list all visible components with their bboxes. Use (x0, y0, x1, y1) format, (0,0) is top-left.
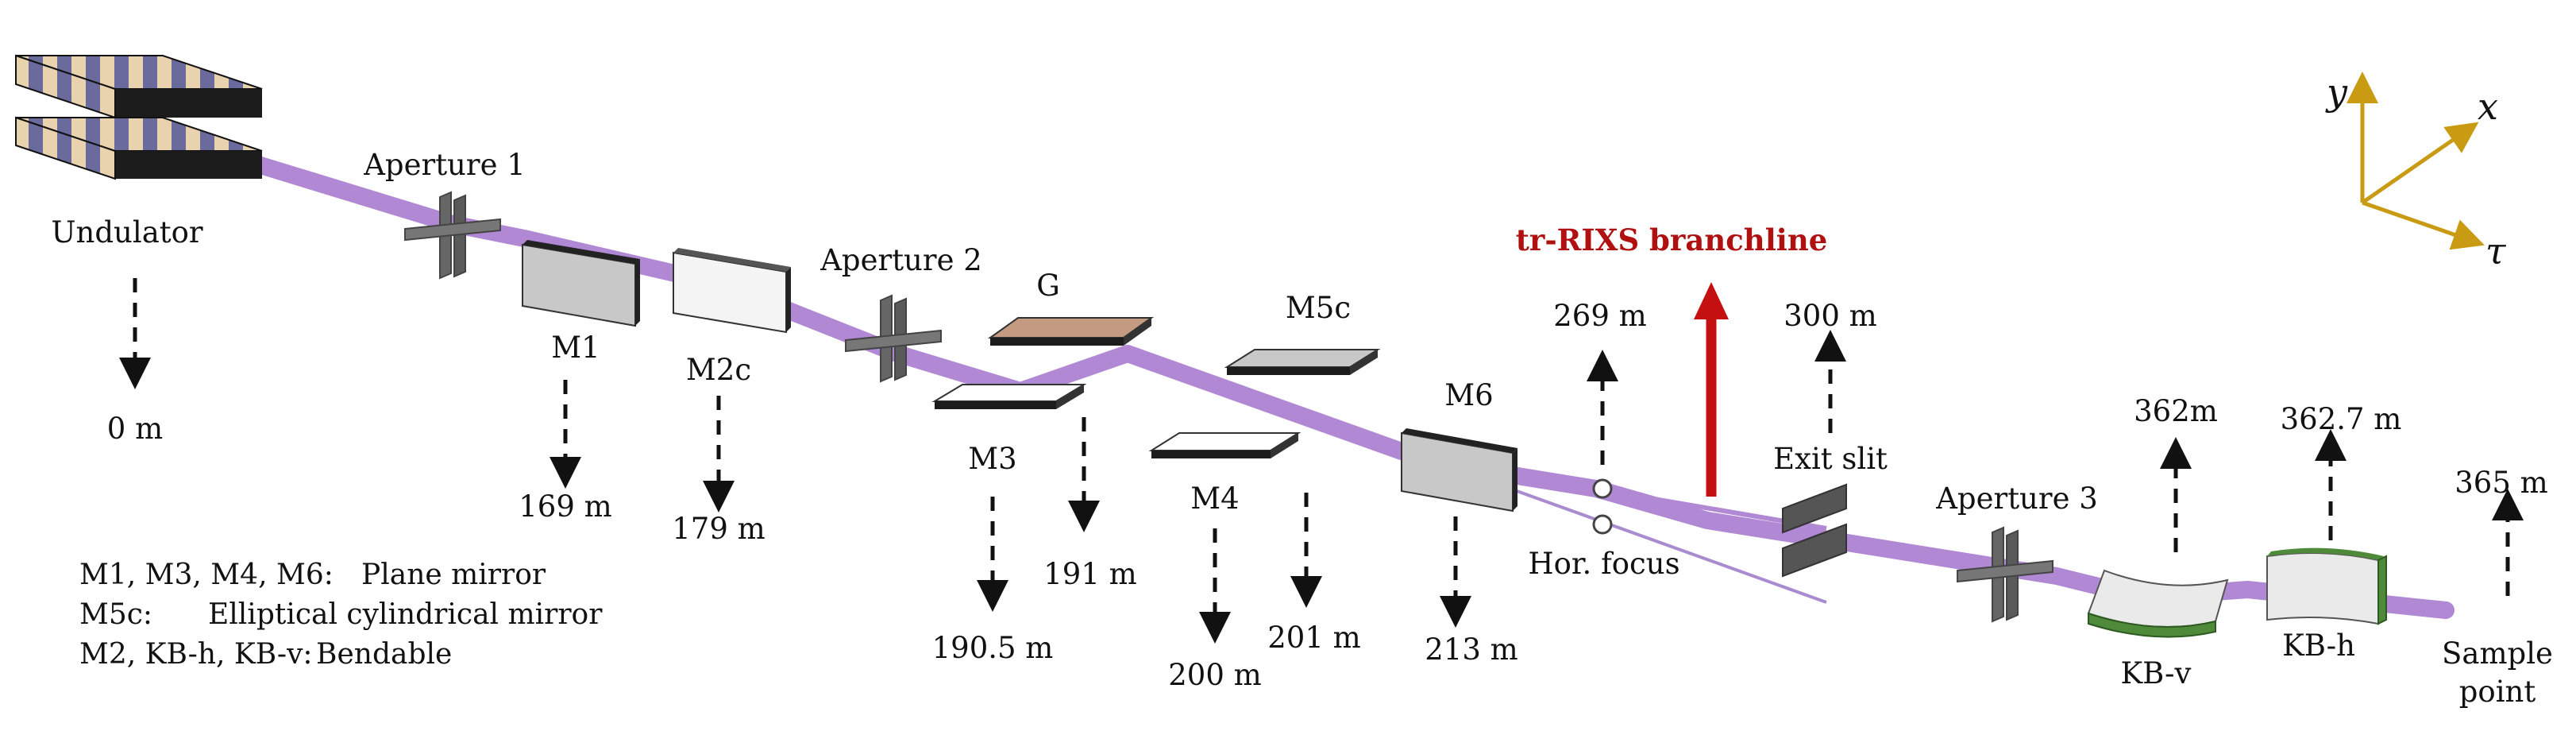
kb-v-label: KB-v (2121, 656, 2192, 690)
distance-label-269m: 269 m (1553, 299, 1646, 333)
axis-tau-label: τ (2485, 230, 2507, 273)
m3-label: M3 (968, 442, 1016, 476)
mirror-m3 (931, 384, 1087, 409)
aperture-1-label: Aperture 1 (363, 148, 526, 182)
distance-label-213m: 213 m (1425, 632, 1517, 667)
main-beam (174, 133, 2455, 619)
distance-label-190-5m: 190.5 m (932, 631, 1054, 665)
hor-focus-beam-lower (1476, 475, 1827, 604)
aperture-3 (1957, 526, 2053, 623)
sample-label-line1: Sample (2442, 636, 2553, 671)
distance-label-200m: 200 m (1168, 658, 1261, 692)
m4-label: M4 (1190, 482, 1239, 516)
grating-label: G (1036, 269, 1060, 303)
mirror-m6 (1401, 428, 1517, 512)
kb-h-label: KB-h (2282, 629, 2355, 663)
m1-label: M1 (551, 331, 600, 365)
exit-slit (1782, 483, 1847, 578)
undulator-label: Undulator (51, 215, 203, 249)
distance-label-0m: 0 m (107, 412, 163, 446)
distance-label-365m: 365 m (2455, 466, 2547, 500)
aperture-1 (404, 191, 501, 280)
legend-value-bendable: Bendable (316, 638, 452, 671)
axis-x (2361, 122, 2479, 205)
axis-x-label: x (2478, 85, 2498, 128)
aperture-3-label: Aperture 3 (1935, 482, 2098, 516)
distance-label-362-7m: 362.7 m (2281, 402, 2402, 436)
m2c-label: M2c (686, 353, 751, 387)
branchline-arrowhead (1694, 282, 1729, 319)
grating-g (987, 317, 1155, 346)
branchline-label: tr-RIXS branchline (1516, 222, 1828, 257)
hor-focus-marker-upper (1592, 478, 1613, 499)
legend-value-plane: Plane mirror (361, 559, 546, 591)
legend-value-elliptical: Elliptical cylindrical mirror (208, 598, 603, 631)
legend-key-elliptical: M5c: (79, 598, 152, 631)
sample-label-line2: point (2459, 675, 2536, 709)
m5c-label: M5c (1286, 291, 1351, 325)
mirror-kb-h (2266, 547, 2387, 625)
exit-slit-label: Exit slit (1773, 442, 1888, 476)
aperture-2 (845, 294, 942, 383)
axis-y-label: y (2325, 71, 2348, 114)
distance-label-191m: 191 m (1043, 557, 1136, 591)
distance-label-201m: 201 m (1267, 621, 1360, 655)
mirror-kb-v (2087, 569, 2229, 638)
legend: M1, M3, M4, M6: Plane mirror M5c: Ellipt… (79, 559, 603, 671)
mirror-m2c (673, 248, 791, 334)
hor-focus-beam-upper (1476, 466, 1827, 531)
beam-path (174, 133, 2455, 619)
aperture-2-label: Aperture 2 (819, 243, 982, 277)
axis-tau (2362, 200, 2485, 250)
coordinate-axes (2347, 72, 2485, 250)
distance-label-179m: 179 m (672, 512, 765, 546)
undulator (15, 54, 263, 180)
legend-key-bendable: M2, KB-h, KB-v: (79, 638, 313, 671)
mirror-m1 (522, 240, 640, 327)
hor-focus-marker-lower (1592, 514, 1613, 535)
mirror-m4 (1148, 432, 1301, 458)
hor-focus-label: Hor. focus (1528, 547, 1679, 581)
distance-label-300m: 300 m (1784, 299, 1876, 333)
distance-label-362m: 362m (2134, 394, 2218, 428)
distance-label-169m: 169 m (519, 489, 611, 524)
mirror-m5c (1224, 349, 1381, 375)
m6-label: M6 (1444, 378, 1493, 412)
legend-key-plane: M1, M3, M4, M6: (79, 559, 334, 591)
